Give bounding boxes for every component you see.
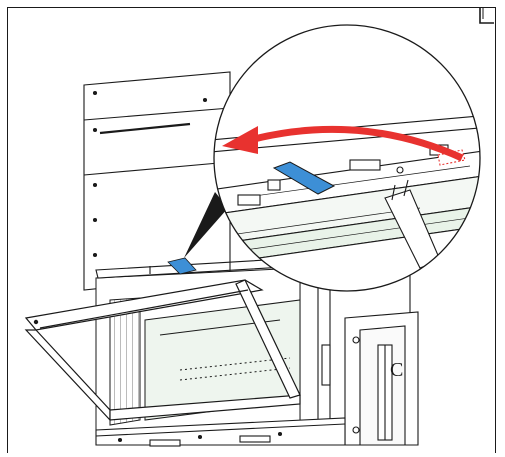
zoom-detail-view	[213, 24, 481, 292]
mounting-bracket-icon	[167, 257, 197, 275]
figure-frame	[7, 7, 496, 453]
door-hinge-assembly: C	[321, 311, 419, 446]
cabinet-back-panel	[83, 71, 231, 291]
mounting-bracket-icon	[272, 161, 336, 195]
svg-text:C: C	[390, 359, 403, 381]
zoom-leader	[184, 192, 228, 258]
front-drop-frame	[24, 279, 301, 422]
rotation-arrow-head	[222, 126, 258, 154]
page-corner-icon	[479, 8, 494, 24]
cabinet-base	[95, 417, 346, 447]
rotation-arrow-icon	[249, 125, 464, 162]
